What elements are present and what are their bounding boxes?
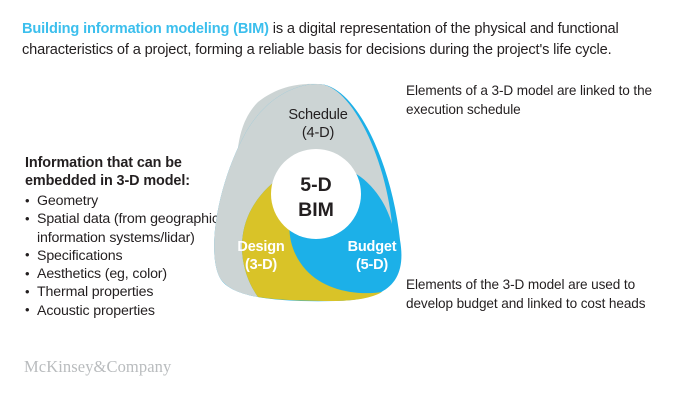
headline: Building information modeling (BIM) is a… <box>22 19 682 61</box>
bullet-icon: • <box>25 265 30 281</box>
annotation-schedule: Elements of a 3-D model are linked to th… <box>406 83 653 117</box>
info-block-title-line2: embedded in 3-D model: <box>25 172 190 189</box>
list-item-label: Geometry <box>37 193 99 209</box>
info-block-title-line1: Information that can be <box>25 155 182 171</box>
list-item-label: Acoustic properties <box>37 302 155 319</box>
info-block-list: • Geometry • Spatial data (from geographic… <box>25 192 223 320</box>
bullet-icon: • <box>25 210 30 226</box>
bullet-icon: • <box>25 247 30 263</box>
petal-budget-sublabel: (5-D) <box>356 257 388 273</box>
info-block: Information that can be embedded in 3-D … <box>25 155 223 320</box>
core-label-line2: BIM <box>298 199 334 221</box>
list-item: • Specifications <box>25 247 223 265</box>
petal-schedule-sublabel: (4-D) <box>302 125 334 141</box>
bullet-icon: • <box>25 192 30 208</box>
list-item-label: Thermal properties <box>37 284 154 301</box>
headline-lead: Building information modeling (BIM) <box>22 21 269 37</box>
list-item: • Spatial data (from geographic informati… <box>25 210 223 247</box>
list-item: • Geometry <box>25 192 223 210</box>
petal-design-sublabel: (3-D) <box>245 257 277 273</box>
list-item: • Acoustic properties <box>25 302 223 320</box>
list-item-label: Spatial data (from geographic informatio… <box>37 211 219 246</box>
petal-design-label: Design <box>237 239 284 255</box>
petal-budget-label: Budget <box>348 239 397 255</box>
list-item: • Thermal properties <box>25 283 223 301</box>
bullet-icon: • <box>25 302 30 318</box>
petal-schedule <box>214 84 392 297</box>
bim-pinwheel-diagram: 5-D BIM Schedule (4-D) Design (3-D) Budg… <box>196 72 412 308</box>
info-block-title: Information that can be embedded in 3-D … <box>25 155 223 190</box>
list-item-label: Aesthetics (eg, color) <box>37 266 167 283</box>
annotation-budget: Elements of the 3-D model are used to de… <box>406 277 646 311</box>
petal-schedule-label: Schedule <box>288 107 347 123</box>
headline-rest: is a digital representation of the physi… <box>22 21 619 58</box>
list-item: • Aesthetics (eg, color) <box>25 265 223 283</box>
core-label-line1: 5-D <box>300 174 331 196</box>
bullet-icon: • <box>25 283 30 299</box>
core-circle <box>271 149 361 239</box>
list-item-label: Specifications <box>37 247 123 264</box>
mckinsey-logo: McKinsey&Company <box>24 357 172 376</box>
